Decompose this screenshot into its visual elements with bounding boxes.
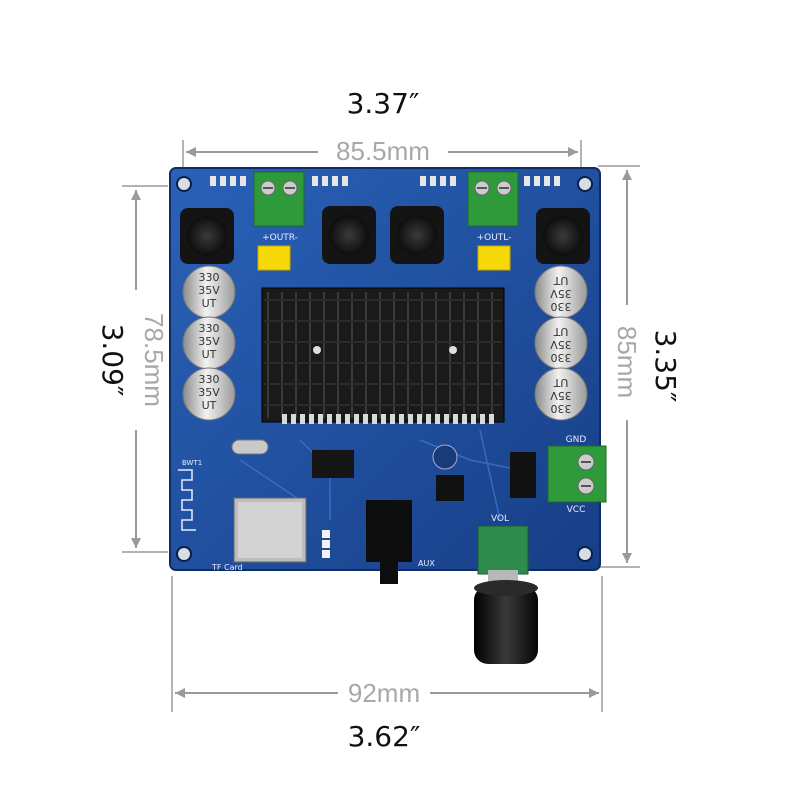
- chip: [312, 450, 354, 478]
- ic-pin: [444, 414, 449, 424]
- cap-series: UT: [202, 348, 217, 361]
- ic-pin: [327, 414, 332, 424]
- cap-voltage: 35V: [198, 335, 220, 348]
- right-mm-label: 85mm: [612, 326, 642, 398]
- bottom-inch-label: 3.62″: [348, 720, 421, 753]
- top-dimension: 85.5mm 3.37″: [182, 87, 582, 172]
- ic-pin: [489, 414, 494, 424]
- tf-card-slot: [233, 497, 307, 563]
- ic-pin: [381, 414, 386, 424]
- ic-pin: [318, 414, 323, 424]
- right-inch-label: 3.35″: [649, 330, 682, 403]
- yellow-cap-right: [477, 245, 511, 271]
- header-pins: [322, 530, 330, 558]
- ic-pin: [390, 414, 395, 424]
- cap-voltage: 35V: [198, 386, 220, 399]
- left-inch-label: 3.09″: [96, 324, 129, 397]
- aux-label: AUX: [418, 559, 435, 568]
- out-r-label: +OUTR-: [262, 233, 298, 243]
- vcc-label: VCC: [567, 505, 586, 515]
- right-dimension: 85mm 3.35″: [598, 165, 682, 568]
- cap-rating: 330: [551, 351, 572, 364]
- vol-label: VOL: [491, 514, 509, 524]
- yellow-cap-left: [257, 245, 291, 271]
- cap-voltage: 35V: [550, 338, 572, 351]
- cap-voltage: 35V: [550, 389, 572, 402]
- ic-pin: [363, 414, 368, 424]
- amplifier-board: +OUTR- +OUTL- 330: [169, 167, 607, 664]
- left-mm-label: 78.5mm: [139, 313, 169, 407]
- cap-series: UT: [553, 274, 568, 287]
- ic-pin: [372, 414, 377, 424]
- cap-voltage: 35V: [198, 284, 220, 297]
- mounting-holes: [176, 176, 593, 562]
- diode: [510, 452, 536, 498]
- ic-pin: [480, 414, 485, 424]
- antenna-icon: [178, 469, 196, 531]
- terminal-out-l: [467, 171, 519, 227]
- out-l-label: +OUTL-: [477, 233, 512, 243]
- ic-pin: [426, 414, 431, 424]
- aux-jack: [366, 500, 412, 584]
- inductors: [180, 206, 590, 264]
- heatsink: [261, 287, 505, 423]
- tf-card-label: TF Card: [211, 563, 243, 572]
- transistor: [436, 475, 464, 501]
- ic-pin: [417, 414, 422, 424]
- cap-rating: 330: [199, 373, 220, 386]
- crystal: [231, 439, 269, 455]
- cap-series: UT: [202, 297, 217, 310]
- top-mm-label: 85.5mm: [336, 136, 430, 166]
- cap-rating: 330: [551, 402, 572, 415]
- ic-pin: [399, 414, 404, 424]
- ic-pin: [354, 414, 359, 424]
- gnd-label: GND: [566, 435, 587, 445]
- volume-potentiometer: [474, 525, 538, 664]
- bottom-mm-label: 92mm: [348, 678, 420, 708]
- ic-pin: [300, 414, 305, 424]
- cap-rating: 330: [551, 300, 572, 313]
- cap-series: UT: [553, 325, 568, 338]
- ic-pin: [462, 414, 467, 424]
- cap-series: UT: [202, 399, 217, 412]
- ic-pin: [282, 414, 287, 424]
- cap-series: UT: [553, 376, 568, 389]
- ic-pin: [309, 414, 314, 424]
- small-cap: [432, 444, 458, 470]
- capacitors-right: 330 35V UT 330 35V UT 330 35V UT: [534, 265, 588, 421]
- ic-pin: [408, 414, 413, 424]
- top-inch-label: 3.37″: [347, 87, 420, 120]
- ic-pin: [471, 414, 476, 424]
- wifi-label: BWT1: [182, 459, 202, 467]
- ic-pin: [435, 414, 440, 424]
- ic-pin: [336, 414, 341, 424]
- left-dimension: 78.5mm 3.09″: [96, 185, 169, 553]
- bottom-dimension: 92mm 3.62″: [171, 576, 603, 753]
- cap-voltage: 35V: [550, 287, 572, 300]
- cap-rating: 330: [199, 271, 220, 284]
- capacitors-left: 330 35V UT 330 35V UT 330 35V UT: [182, 265, 236, 421]
- power-terminal: [547, 445, 607, 503]
- terminal-out-r: [253, 171, 305, 227]
- ic-pin: [345, 414, 350, 424]
- ic-pin: [453, 414, 458, 424]
- cap-rating: 330: [199, 322, 220, 335]
- ic-pin: [291, 414, 296, 424]
